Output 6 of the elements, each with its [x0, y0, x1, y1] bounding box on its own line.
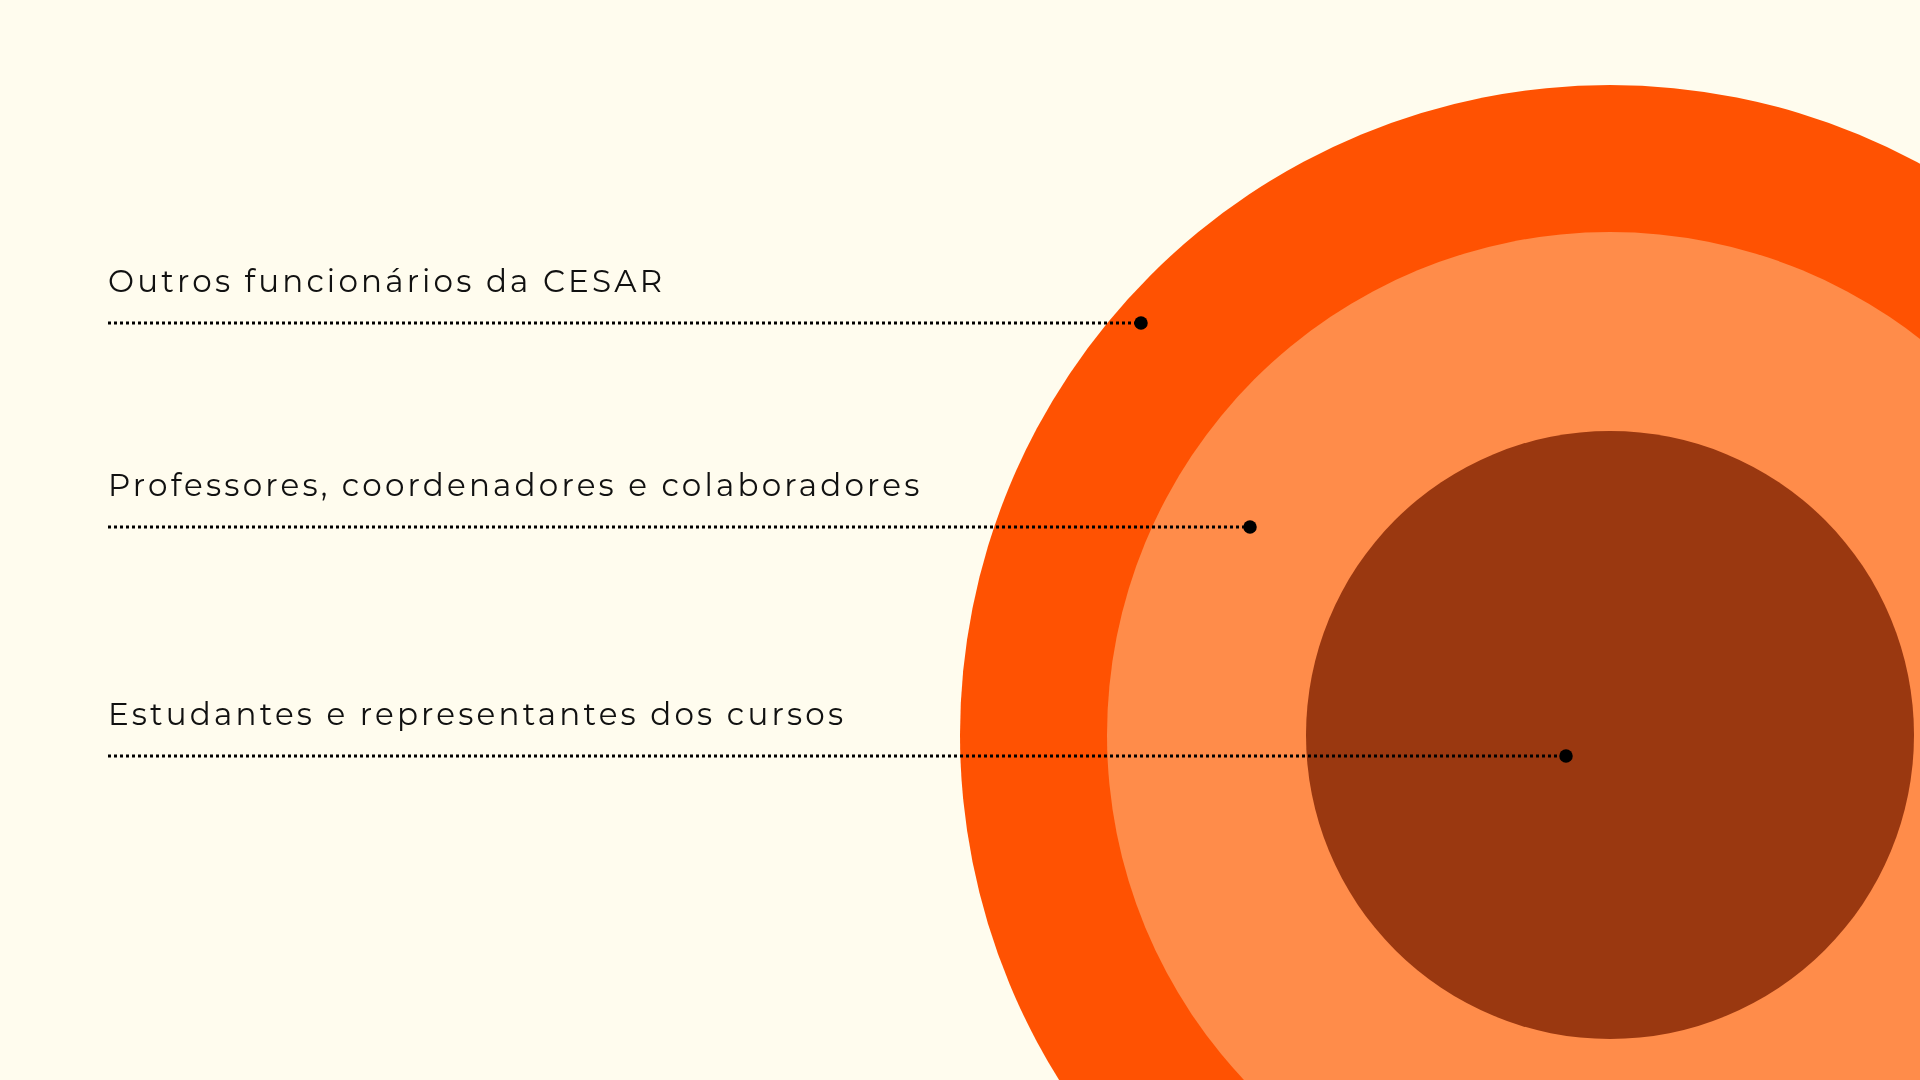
leader-line	[108, 520, 1257, 534]
leader-label: Outros funcionários da CESAR	[108, 261, 666, 301]
leader-label: Estudantes e representantes dos cursos	[108, 694, 847, 734]
leader-line	[108, 749, 1573, 763]
leader-line	[108, 316, 1148, 330]
leader-label: Professores, coordenadores e colaboradores	[108, 465, 923, 505]
